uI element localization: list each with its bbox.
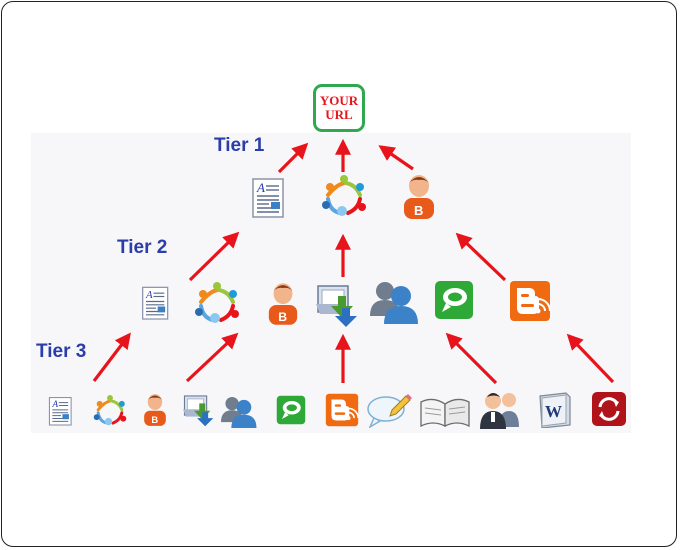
blogger-rss-icon: [510, 281, 551, 321]
tier2-label: Tier 2: [117, 237, 168, 258]
article-icon: A: [142, 286, 169, 320]
svg-text:B: B: [414, 203, 423, 218]
target-line2: URL: [325, 107, 353, 122]
technorati-icon: [435, 281, 473, 319]
comment-icon: [367, 394, 412, 428]
download-folder-icon: [183, 395, 214, 427]
people-icon: [480, 393, 519, 429]
users-icon: [370, 282, 418, 324]
article-icon: A: [48, 397, 72, 426]
arrow-t2-right: [455, 232, 507, 282]
sync-icon: [592, 392, 626, 426]
svg-text:B: B: [151, 415, 158, 425]
arrow-t1-right: [378, 145, 414, 171]
open-book-icon: [420, 398, 470, 428]
blogger-rss-icon: [325, 393, 359, 427]
community-icon: [93, 395, 127, 426]
arrow-t2-left: [188, 231, 240, 282]
community-icon: [195, 282, 239, 323]
svg-text:W: W: [545, 402, 562, 421]
blogger-user-icon: B: [404, 175, 434, 219]
wikipedia-icon: W: [539, 392, 571, 428]
tier3-label: Tier 3: [36, 341, 87, 362]
tier1-label: Tier 1: [214, 135, 265, 156]
users-icon: [221, 396, 257, 428]
arrow-t3-4: [445, 332, 498, 385]
arrow-t3-2: [185, 332, 239, 383]
svg-text:B: B: [278, 310, 287, 324]
arrow-t1-left: [277, 142, 309, 174]
blogger-user-icon: B: [144, 394, 166, 426]
blogger-user-icon: B: [268, 283, 298, 325]
svg-text:A: A: [51, 400, 58, 410]
svg-text:A: A: [256, 180, 265, 195]
arrow-t3-1: [92, 332, 131, 382]
article-icon: A: [252, 178, 284, 218]
download-folder-icon: [316, 285, 357, 327]
community-icon: [322, 175, 366, 216]
arrow-t3-5: [566, 333, 615, 384]
your-url-target: YOUR URL: [313, 84, 365, 132]
svg-text:A: A: [145, 289, 153, 301]
target-line1: YOUR: [319, 93, 359, 108]
technorati-icon: [276, 395, 306, 425]
